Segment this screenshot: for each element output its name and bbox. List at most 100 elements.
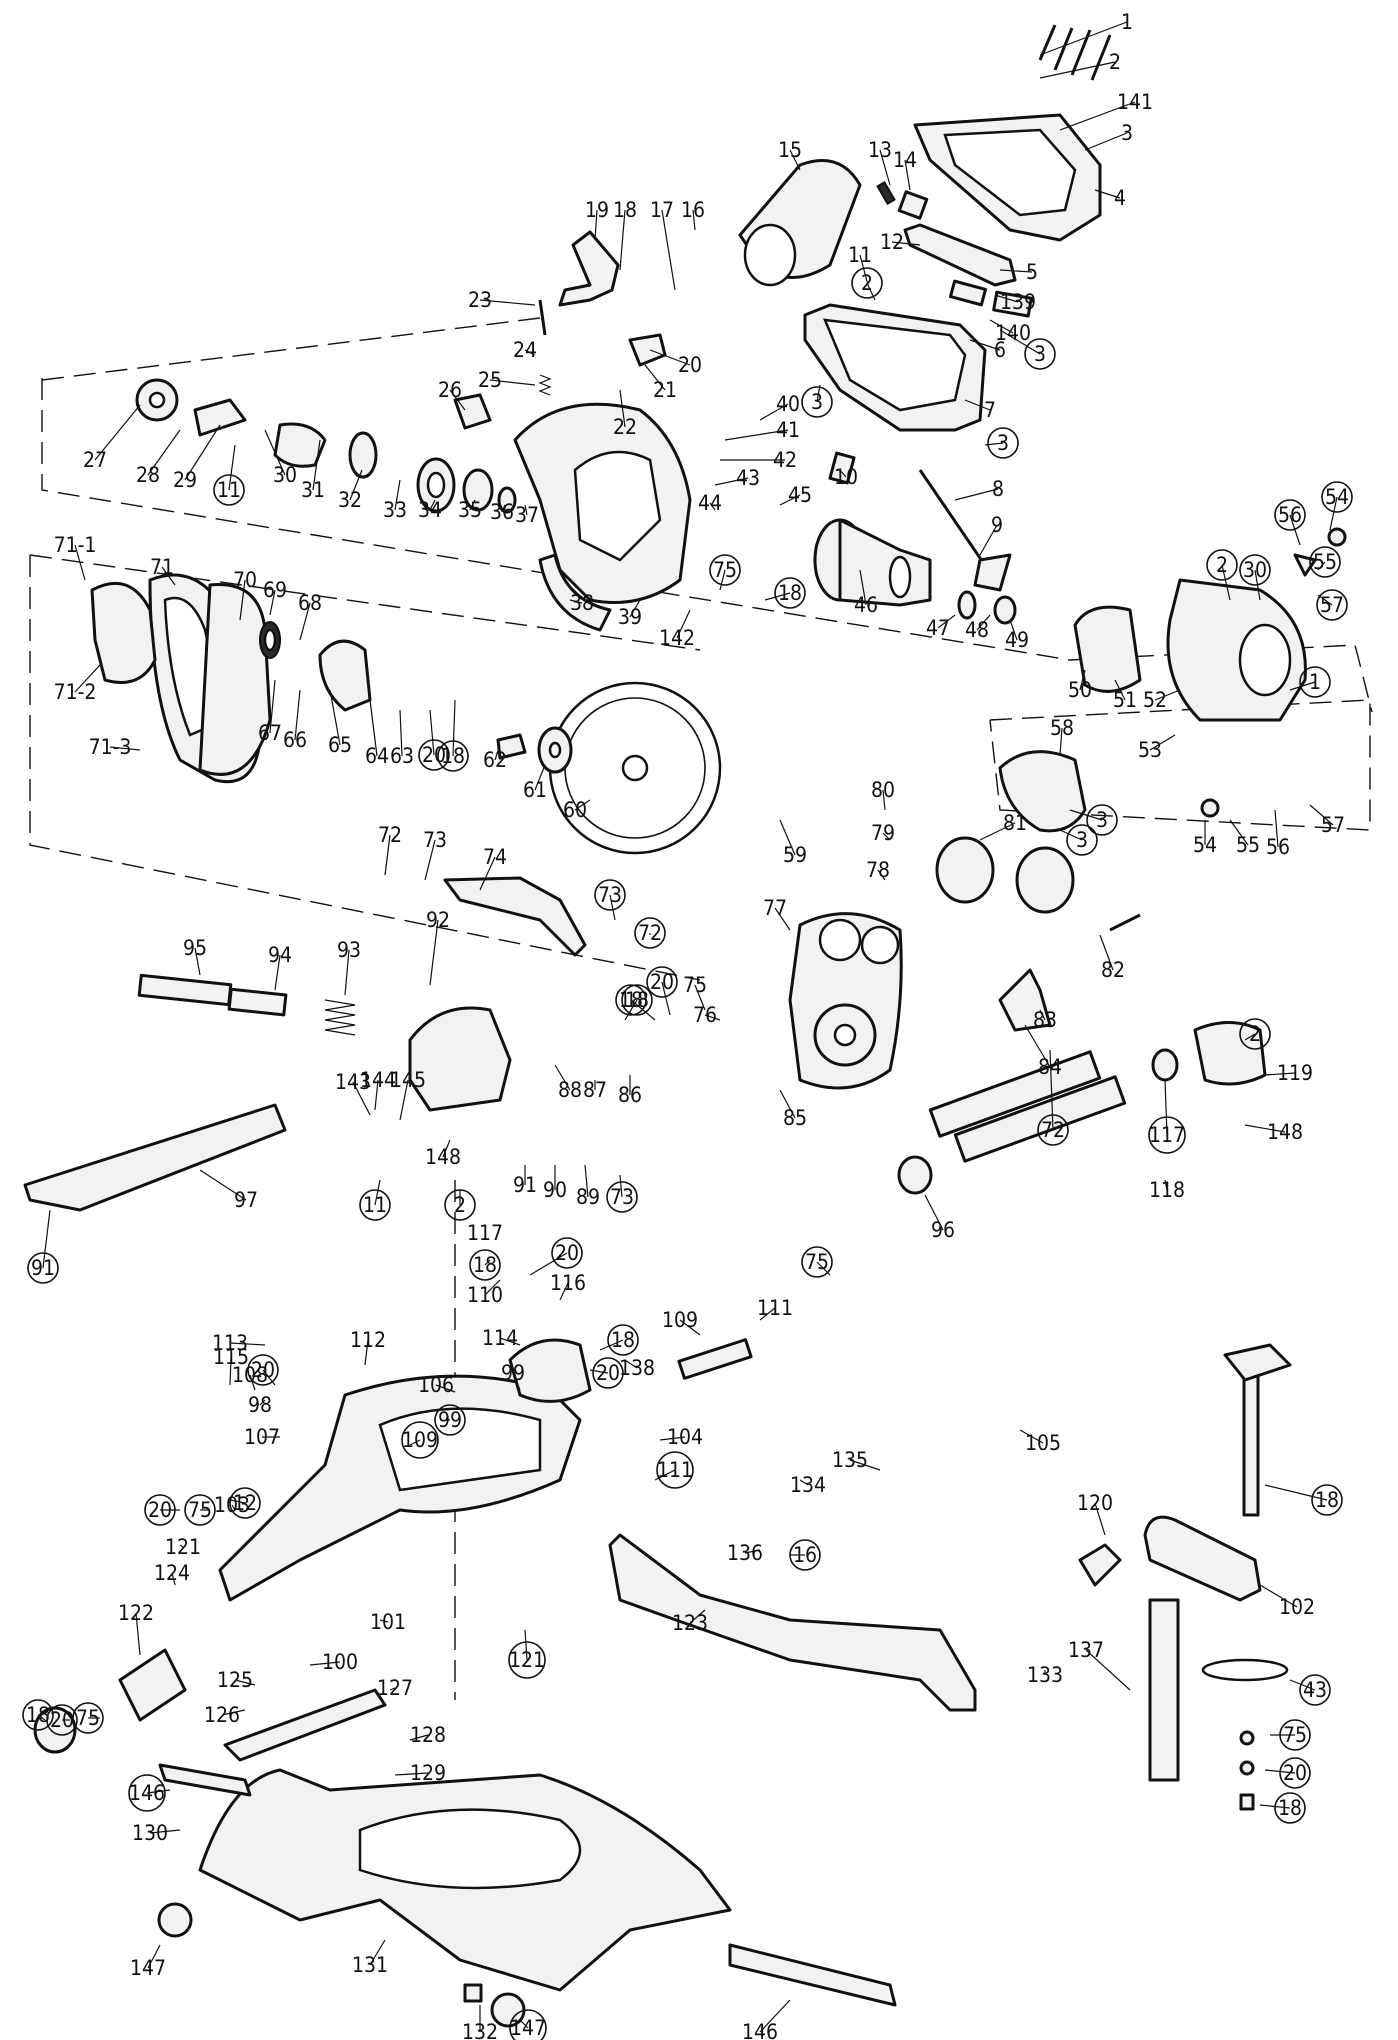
part-number: 97 (234, 1188, 258, 1212)
part-number: 131 (352, 1953, 388, 1977)
leader-line (594, 209, 598, 241)
part-number: 18 (613, 198, 637, 222)
part-callout: 73 (606, 1174, 638, 1213)
part-number: 32 (338, 488, 362, 512)
part-callout: 62 (483, 744, 507, 772)
label-circle (1066, 824, 1098, 856)
part-callout: 148 (425, 1139, 461, 1169)
label-circle (213, 474, 245, 506)
part-callout: 55 (1229, 819, 1260, 857)
leader-line (1059, 829, 1083, 841)
label-circle (1148, 1116, 1186, 1154)
part-callout: 145 (390, 1068, 426, 1121)
part-callout: 18 (599, 1324, 639, 1356)
leader-line (1154, 689, 1181, 701)
part-number: 115 (213, 1345, 249, 1369)
part-callout: 72 (1037, 1049, 1069, 1146)
leader-line (109, 746, 141, 751)
part-callout: 137 (1068, 1638, 1131, 1691)
part-number: 114 (482, 1326, 518, 1350)
leader-line (259, 1399, 266, 1406)
part-number: 18 (611, 1328, 635, 1352)
leader-line (269, 589, 276, 616)
leader-line (374, 1079, 379, 1111)
leader-line (435, 1384, 456, 1393)
part-callout: 74 (479, 845, 507, 891)
leader-line (1149, 734, 1176, 751)
part-callout: 107 (244, 1425, 280, 1449)
part-number: 147 (510, 2016, 546, 2040)
leader-line (329, 689, 341, 746)
leader-line (1244, 1124, 1286, 1133)
label-circle (801, 1246, 833, 1278)
part-callout: 21 (644, 364, 677, 402)
leader-line (379, 1619, 389, 1623)
part-number: 30 (1243, 558, 1267, 582)
leader-line (1009, 619, 1018, 641)
part-callout: 119 (1264, 1061, 1313, 1085)
leader-line (1244, 1033, 1256, 1041)
leader-line (312, 439, 321, 491)
part-callout: 59 (779, 819, 807, 867)
part-number: 56 (1278, 503, 1302, 527)
leader-line (171, 1572, 176, 1586)
leader-line (1094, 1502, 1106, 1536)
part-number: 23 (468, 288, 492, 312)
leader-line (1289, 514, 1301, 546)
part-callout: 86 (618, 1075, 642, 1107)
leader-line (619, 209, 626, 271)
part-number: 112 (350, 1328, 386, 1352)
part-callout: 29 (173, 424, 221, 492)
part-callout: 111 (757, 1296, 793, 1321)
part-callout: 7 (964, 398, 996, 422)
part-number: 16 (793, 1543, 817, 1567)
part-callout: 116 (550, 1271, 586, 1301)
part-number: 111 (757, 1296, 793, 1320)
part-callout: 93 (337, 938, 361, 996)
part-number: 116 (550, 1271, 586, 1295)
label-circle (606, 1181, 638, 1213)
part-number: 74 (483, 845, 507, 869)
part-number: 43 (736, 466, 760, 490)
label-circle (444, 1189, 476, 1221)
leader-line (249, 1374, 256, 1391)
part-callout: 8 (954, 477, 1004, 501)
leader-line (969, 339, 1001, 351)
leader-line (859, 254, 869, 286)
part-callout: 112 (350, 1328, 386, 1366)
leader-line (1039, 61, 1116, 79)
part-number: 87 (583, 1078, 607, 1102)
part-callout: 1 (1289, 666, 1331, 698)
part-number: 143 (335, 1070, 371, 1094)
part-number: 59 (783, 843, 807, 867)
part-number: 64 (365, 744, 389, 768)
leader-line (891, 241, 921, 246)
leader-line (624, 999, 638, 1021)
part-callout: 147 (509, 2009, 547, 2040)
part-number: 124 (154, 1561, 190, 1585)
part-number: 139 (1000, 290, 1036, 314)
part-callout: 13 (868, 138, 892, 186)
leader-line (882, 789, 886, 811)
part-number: 54 (1325, 485, 1349, 509)
part-callout: 138 (619, 1356, 655, 1380)
part-number: 134 (790, 1473, 826, 1497)
part-callout: 75 (683, 973, 707, 1011)
label-circle (1316, 589, 1348, 621)
part-number: 148 (1267, 1120, 1303, 1144)
part-number: 91 (513, 1173, 537, 1197)
part-number: 40 (776, 392, 800, 416)
leader-line (661, 981, 671, 1016)
label-circle (22, 1699, 54, 1731)
label-circle (184, 1494, 216, 1526)
part-callout: 131 (352, 1939, 388, 1977)
part-number: 20 (596, 1361, 620, 1385)
part-number: 2 (1249, 1022, 1261, 1046)
leader-line (989, 319, 1014, 334)
part-number: 104 (667, 1425, 703, 1449)
leader-line (694, 984, 706, 1011)
leader-line (442, 1139, 451, 1158)
part-number: 28 (136, 463, 160, 487)
label-circle (418, 739, 450, 771)
leader-line (512, 1372, 521, 1391)
